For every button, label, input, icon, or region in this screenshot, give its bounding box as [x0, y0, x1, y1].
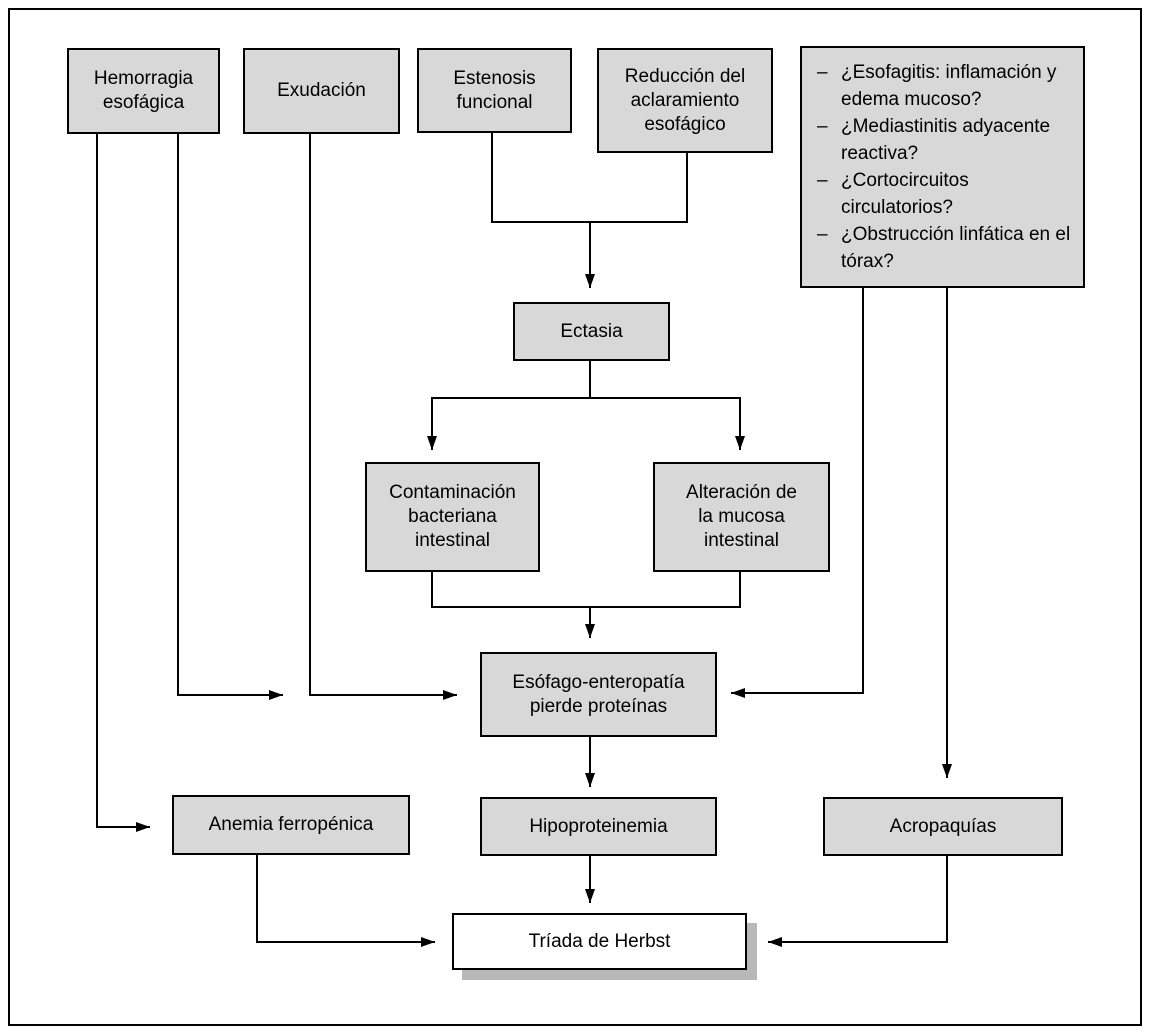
question-text: ¿Cortocircuitos circulatorios? — [841, 170, 969, 218]
node-hemorragia-esofagica: Hemorragia esofágica — [67, 48, 220, 134]
question-item: – ¿Mediastinitis adyacente reactiva? — [817, 113, 1075, 167]
question-text: ¿Esofagitis: inflamación y edema mucoso? — [841, 62, 1057, 110]
node-question-list: – ¿Esofagitis: inflamación y edema mucos… — [800, 46, 1085, 288]
question-dash: – — [817, 170, 828, 191]
node-triada-de-herbst: Tríada de Herbst — [452, 913, 747, 970]
figure-border — [8, 8, 1142, 1026]
arrow-anemia-to-triada — [256, 855, 435, 947]
line-intestinal-merge — [431, 572, 741, 608]
node-anemia-ferropenica: Anemia ferropénica — [172, 795, 410, 855]
arrow-hemorragia-to-anemia — [96, 134, 150, 832]
node-reduccion-aclaramiento: Reducción del aclaramiento esofágico — [597, 48, 773, 153]
node-acropaquias: Acropaquías — [823, 797, 1063, 856]
line-ectasia-branch — [432, 361, 740, 399]
node-estenosis-funcional: Estenosis funcional — [417, 48, 572, 133]
question-text: ¿Obstrucción linfática en el tórax? — [841, 224, 1071, 272]
question-item: – ¿Obstrucción linfática en el tórax? — [817, 221, 1075, 275]
question-item: – ¿Esofagitis: inflamación y edema mucos… — [817, 59, 1075, 113]
arrow-questions-to-esofago — [731, 288, 864, 698]
question-dash: – — [817, 116, 828, 137]
arrow-hemorragia-to-trunk — [177, 134, 283, 700]
question-dash: – — [817, 62, 828, 83]
question-text: ¿Mediastinitis adyacente reactiva? — [841, 116, 1051, 164]
node-exudacion: Exudación — [243, 48, 400, 134]
node-esofago-enteropatia: Esófago-enteropatía pierde proteínas — [480, 652, 717, 737]
arrow-exudacion-to-esofago — [309, 134, 457, 700]
question-item: – ¿Cortocircuitos circulatorios? — [817, 167, 1075, 221]
node-hipoproteinemia: Hipoproteinemia — [480, 797, 717, 856]
arrow-acropaquias-to-triada — [768, 856, 948, 947]
node-alteracion-mucosa: Alteración de la mucosa intestinal — [653, 462, 830, 572]
node-ectasia: Ectasia — [513, 302, 670, 361]
node-contaminacion-bacteriana: Contaminación bacteriana intestinal — [365, 462, 540, 572]
question-dash: – — [817, 224, 828, 245]
